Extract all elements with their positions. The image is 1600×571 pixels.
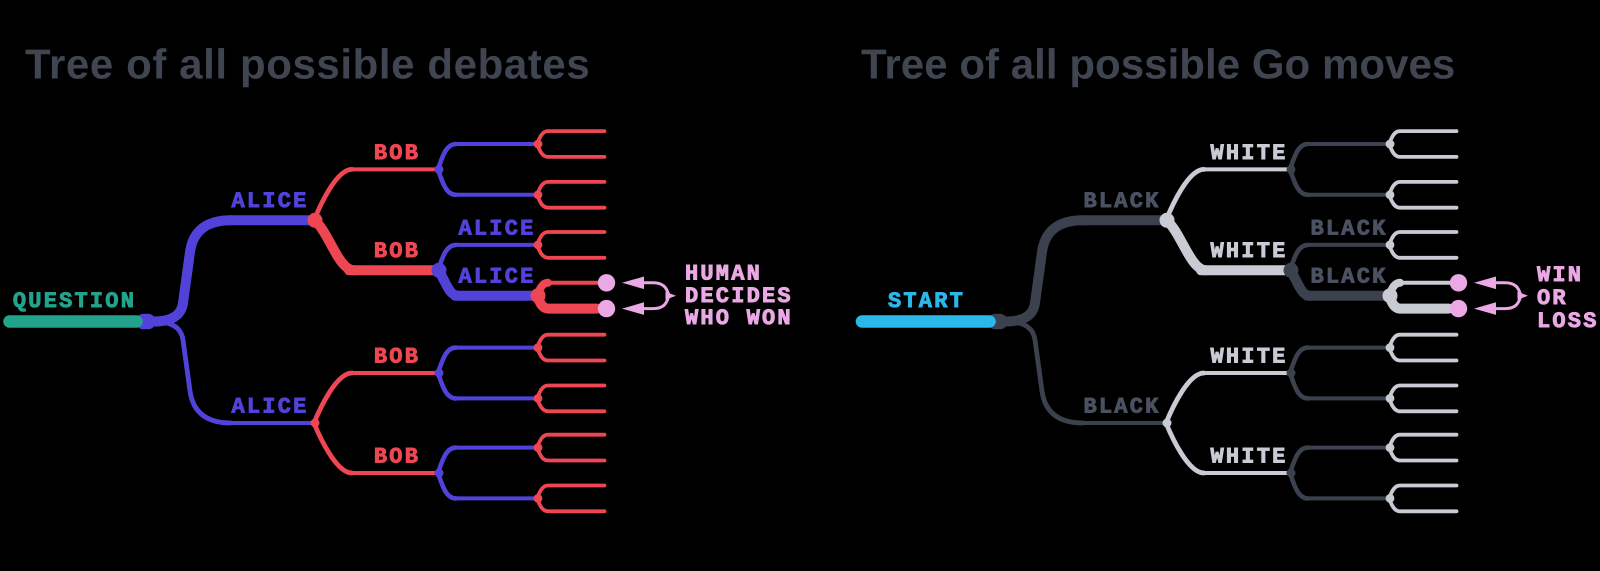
svg-text:QUESTION: QUESTION [13,289,136,314]
svg-text:BLACK: BLACK [1310,217,1387,242]
svg-text:BLACK: BLACK [1310,264,1387,289]
svg-text:START: START [888,289,965,314]
svg-text:WIN: WIN [1537,263,1583,288]
svg-text:BOB: BOB [374,345,420,370]
svg-text:BOB: BOB [374,141,420,166]
svg-text:ALICE: ALICE [458,217,535,242]
svg-text:WHO WON: WHO WON [685,306,793,331]
svg-text:BLACK: BLACK [1083,189,1160,214]
svg-text:HUMAN: HUMAN [685,261,762,286]
svg-text:ALICE: ALICE [231,395,308,420]
svg-text:Tree of all possible debates: Tree of all possible debates [25,41,590,88]
svg-text:BOB: BOB [374,239,420,264]
svg-text:ALICE: ALICE [231,189,308,214]
svg-text:Tree of all possible Go moves: Tree of all possible Go moves [861,41,1455,88]
svg-text:DECIDES: DECIDES [685,284,793,309]
svg-text:WHITE: WHITE [1210,345,1287,370]
svg-text:ALICE: ALICE [458,264,535,289]
svg-text:LOSS: LOSS [1537,309,1599,334]
svg-text:BOB: BOB [374,445,420,470]
svg-text:OR: OR [1537,286,1568,311]
svg-text:BLACK: BLACK [1083,395,1160,420]
svg-text:WHITE: WHITE [1210,445,1287,470]
svg-text:WHITE: WHITE [1210,141,1287,166]
svg-text:WHITE: WHITE [1210,239,1287,264]
